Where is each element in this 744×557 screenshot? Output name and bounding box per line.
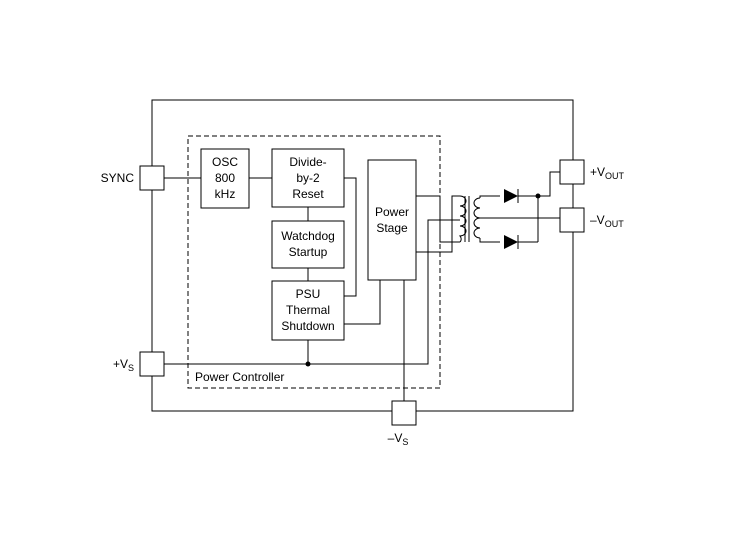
osc-label-1: OSC: [212, 155, 238, 169]
vs-pos-label: +VS: [113, 357, 134, 373]
sync-label: SYNC: [101, 171, 135, 185]
watchdog-label-1: Watchdog: [281, 229, 335, 243]
power-controller-label: Power Controller: [195, 370, 284, 384]
package-outline: [151, 99, 574, 412]
junction-dot: [535, 193, 541, 199]
vout-pos-label: +VOUT: [590, 165, 625, 181]
vout-neg-pin: [559, 207, 585, 233]
psu-label-2: Thermal: [286, 303, 330, 317]
power-stage-block: Power Stage: [367, 159, 417, 281]
watchdog-block: Watchdog Startup: [271, 220, 345, 269]
vs-pos-pin: [139, 351, 165, 377]
vout-neg-label: –VOUT: [590, 213, 624, 229]
psu-label-3: Shutdown: [281, 319, 334, 333]
power-stage-label-2: Stage: [376, 221, 408, 235]
osc-block: OSC 800 kHz: [200, 148, 250, 209]
junction-dot: [305, 361, 311, 367]
psu-block: PSU Thermal Shutdown: [271, 280, 345, 341]
divide-block: Divide- by-2 Reset: [271, 148, 345, 208]
power-controller-boundary: [187, 135, 441, 389]
wires: [164, 171, 560, 401]
divide-label-2: by-2: [296, 171, 320, 185]
divide-label-3: Reset: [292, 187, 324, 201]
vs-neg-pin: [391, 400, 417, 426]
diode-top: [504, 189, 519, 203]
osc-label-2: 800: [215, 171, 235, 185]
power-stage-label-1: Power: [375, 205, 409, 219]
divide-label-1: Divide-: [289, 155, 326, 169]
psu-label-1: PSU: [296, 287, 321, 301]
watchdog-label-2: Startup: [289, 245, 328, 259]
vs-neg-label: –VS: [388, 431, 409, 447]
vout-pos-pin: [559, 159, 585, 185]
sync-pin: [139, 165, 165, 191]
osc-label-3: kHz: [215, 187, 236, 201]
diode-bottom: [504, 235, 519, 249]
